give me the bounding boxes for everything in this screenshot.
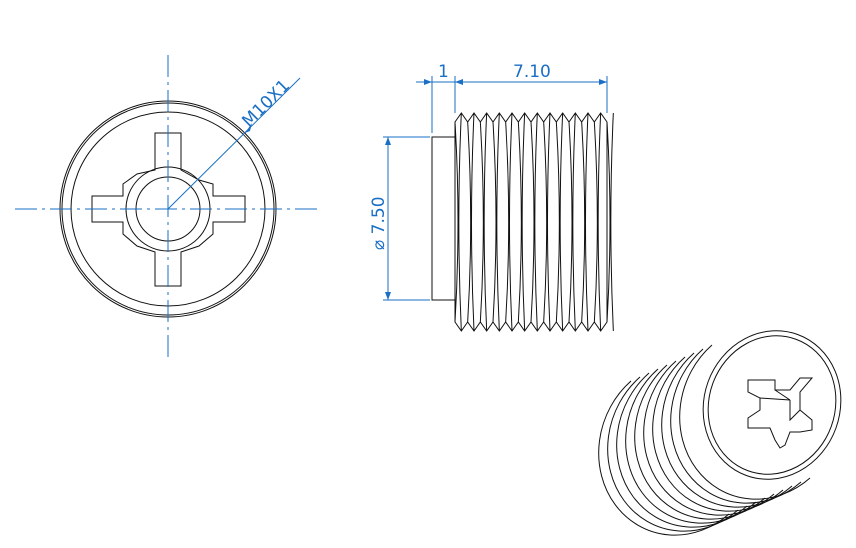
diameter-label: ⌀ 7.50 [369, 196, 389, 250]
thread-ring [616, 372, 748, 528]
thread-ring [652, 356, 784, 512]
thread-length-label: 7.10 [513, 62, 551, 82]
thread-ring [625, 368, 757, 524]
thread-ring [643, 360, 775, 516]
side-view: 1 7.10 ⌀ 7.50 [369, 62, 614, 332]
thread-ring [598, 380, 730, 536]
thread-leader [167, 77, 301, 210]
thread-ring [679, 344, 811, 500]
flange-length-label: 1 [438, 62, 449, 82]
front-view: M10X1 [15, 55, 322, 362]
thread-ring [670, 348, 802, 504]
thread-ring [634, 364, 766, 520]
thread-ring [607, 376, 739, 532]
thread-callout: M10X1 [238, 76, 294, 132]
isometric-view [598, 330, 842, 536]
thread-ring [661, 352, 793, 508]
